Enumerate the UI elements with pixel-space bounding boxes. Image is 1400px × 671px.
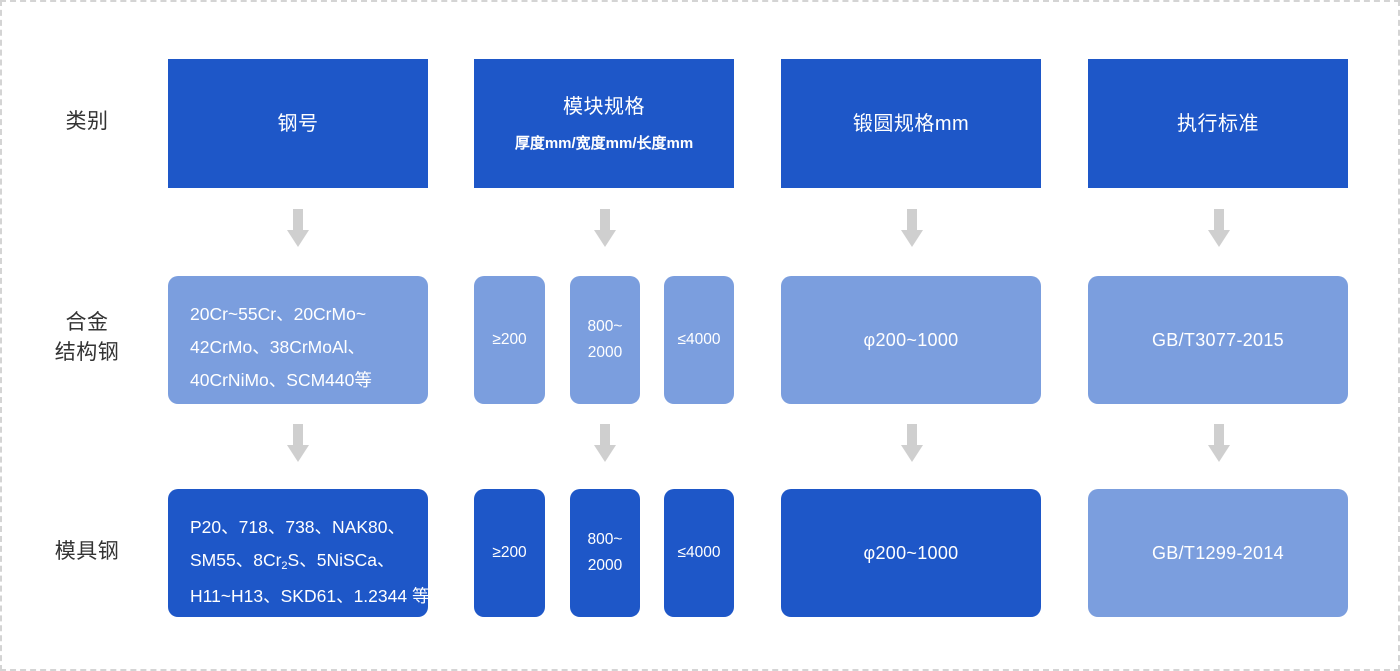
value-text: 800~ 2000 <box>587 531 623 574</box>
cell-grades-mold: P20、718、738、NAK80、 SM55、8Cr2S、5NiSCa、 H1… <box>168 489 430 617</box>
header-title: 执行标准 <box>1177 112 1259 135</box>
cell-thickness-alloy: ≥200 <box>474 276 545 404</box>
down-arrow-icon <box>594 209 616 247</box>
header-cell-steel-grade: 钢号 <box>168 59 428 188</box>
down-arrow-icon <box>1208 209 1230 247</box>
cell-forged-round-mold: φ200~1000 <box>781 489 1041 617</box>
header-cell-standard: 执行标准 <box>1088 59 1348 188</box>
cell-thickness-mold: ≥200 <box>474 489 545 617</box>
grade-line: P20、718、738、NAK80、 <box>190 517 405 537</box>
value-text: ≤4000 <box>677 331 721 348</box>
down-arrow-icon <box>594 424 616 462</box>
row-label-mold-steel: 模具钢 <box>54 540 120 563</box>
cell-width-mold: 800~ 2000 <box>570 489 640 617</box>
header-cell-forged-round-spec: 锻圆规格mm <box>781 59 1041 188</box>
value-text: φ200~1000 <box>863 543 959 563</box>
cell-width-alloy: 800~ 2000 <box>570 276 640 404</box>
grade-line: 20Cr~55Cr、20CrMo~ <box>190 304 367 324</box>
value-text: ≥200 <box>492 544 527 561</box>
grade-line: 42CrMo、38CrMoAl、 <box>190 337 366 357</box>
cell-standard-mold: GB/T1299-2014 <box>1088 489 1348 617</box>
value-text: 800~ 2000 <box>587 318 623 361</box>
grade-line: 40CrNiMo、SCM440等 <box>190 370 372 390</box>
cell-standard-alloy: GB/T3077-2015 <box>1088 276 1348 404</box>
down-arrow-icon <box>287 209 309 247</box>
header-cell-block-spec: 模块规格 厚度mm/宽度mm/长度mm <box>474 59 734 188</box>
down-arrow-icon <box>1208 424 1230 462</box>
header-title: 模块规格 <box>563 95 645 118</box>
cell-forged-round-alloy: φ200~1000 <box>781 276 1041 404</box>
grade-line: SM55、8Cr2S、5NiSCa、 <box>190 550 395 572</box>
header-title: 钢号 <box>277 112 319 135</box>
row-label-alloy-structural-steel: 合金 结构钢 <box>54 311 120 364</box>
value-text: ≥200 <box>492 331 527 348</box>
value-text: φ200~1000 <box>863 330 959 350</box>
cell-length-alloy: ≤4000 <box>664 276 734 404</box>
down-arrow-icon <box>287 424 309 462</box>
value-text: GB/T3077-2015 <box>1152 330 1284 350</box>
cell-grades-alloy: 20Cr~55Cr、20CrMo~ 42CrMo、38CrMoAl、 40CrN… <box>168 276 428 404</box>
down-arrow-icon <box>901 209 923 247</box>
cell-length-mold: ≤4000 <box>664 489 734 617</box>
grade-line: H11~H13、SKD61、1.2344 等 <box>190 586 430 606</box>
column-label-header: 类别 <box>65 110 109 133</box>
value-text: GB/T1299-2014 <box>1152 543 1284 563</box>
value-text: ≤4000 <box>677 544 721 561</box>
header-subtitle: 厚度mm/宽度mm/长度mm <box>514 134 694 152</box>
down-arrow-icon <box>901 424 923 462</box>
header-title: 锻圆规格mm <box>852 112 970 135</box>
